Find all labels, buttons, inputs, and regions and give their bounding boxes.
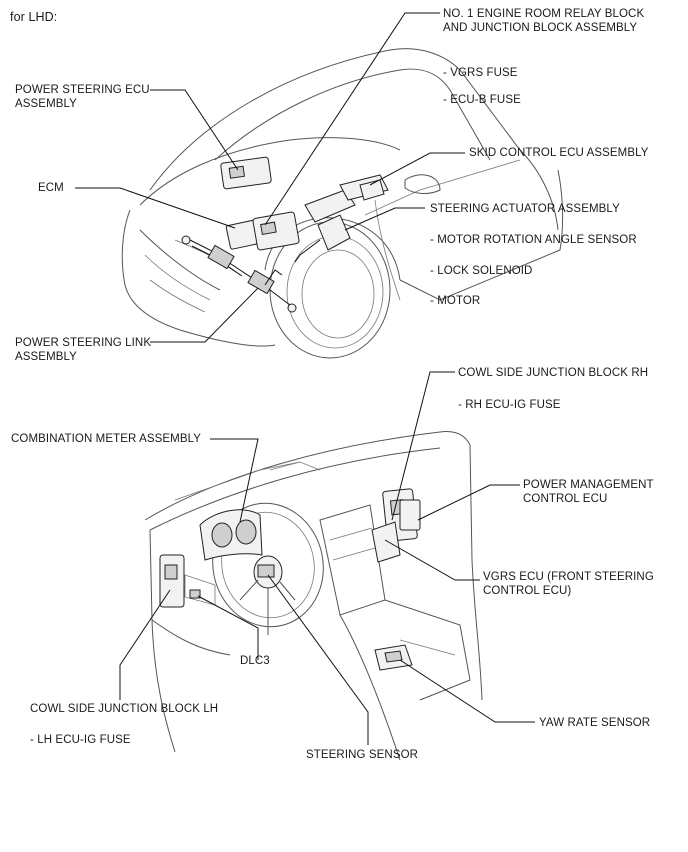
lhd-title: for LHD: [10, 10, 58, 24]
ps-link-label-line2: ASSEMBLY [15, 351, 77, 363]
cowl-lh-label: COWL SIDE JUNCTION BLOCK LH [30, 703, 219, 715]
ps-ecu-label-line2: ASSEMBLY [15, 98, 77, 110]
steering-sensor-label: STEERING SENSOR [306, 749, 419, 761]
upper-leader-lines [75, 12, 465, 343]
ecub-fuse-label: - ECU-B FUSE [443, 94, 521, 106]
rh-ecu-ig-fuse-label: - RH ECU-IG FUSE [458, 399, 561, 411]
ps-link-label-line1: POWER STEERING LINK [15, 337, 152, 349]
relay-block-label-line2: AND JUNCTION BLOCK ASSEMBLY [443, 22, 638, 34]
ecm-label: ECM [38, 182, 64, 194]
ps-ecu-label-line1: POWER STEERING ECU [15, 84, 150, 96]
motor-rotation-sensor-label: - MOTOR ROTATION ANGLE SENSOR [430, 234, 637, 246]
motor-label: - MOTOR [430, 295, 481, 307]
vgrs-ecu-label-line2: CONTROL ECU) [483, 585, 572, 597]
lower-leader-lines [119, 371, 535, 745]
pm-ecu-label-line1: POWER MANAGEMENT [523, 479, 654, 491]
dlc3-label: DLC3 [240, 655, 270, 667]
skid-ecu-label: SKID CONTROL ECU ASSEMBLY [469, 147, 649, 159]
lock-solenoid-label: - LOCK SOLENOID [430, 265, 533, 277]
dashboard-parts [159, 488, 421, 671]
lh-ecu-ig-fuse-label: - LH ECU-IG FUSE [30, 734, 131, 746]
engine-room-parts [181, 156, 389, 313]
relay-block-label-line1: NO. 1 ENGINE ROOM RELAY BLOCK [443, 8, 645, 20]
pm-ecu-label-line2: CONTROL ECU [523, 493, 608, 505]
combination-meter-label: COMBINATION METER ASSEMBLY [11, 433, 202, 445]
vgrs-fuse-label: - VGRS FUSE [443, 67, 518, 79]
vgrs-ecu-label-line1: VGRS ECU (FRONT STEERING [483, 571, 654, 583]
yaw-rate-sensor-label: YAW RATE SENSOR [539, 717, 651, 729]
cowl-rh-label: COWL SIDE JUNCTION BLOCK RH [458, 367, 649, 379]
dashboard-illustration [144, 431, 483, 761]
steering-actuator-label: STEERING ACTUATOR ASSEMBLY [430, 203, 620, 215]
